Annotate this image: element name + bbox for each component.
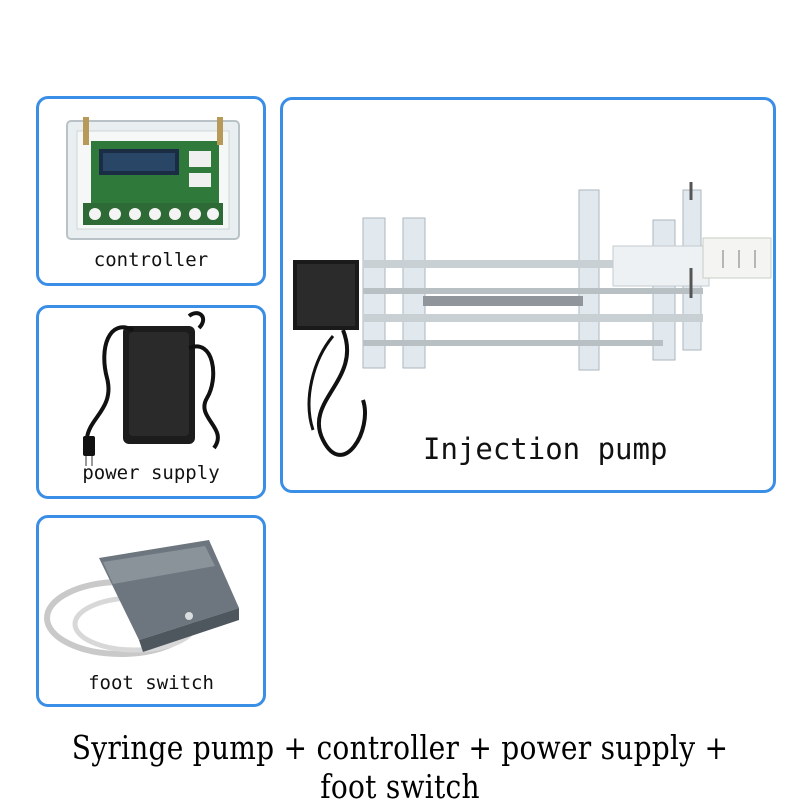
injection-pump-image [293, 182, 772, 457]
injection-pump-label: Injection pump [423, 432, 668, 466]
power-supply-label: power supply [82, 462, 220, 484]
injection-pump-panel: Injection pump [280, 97, 776, 493]
bottom-caption: Syringe pump + controller + power supply… [71, 728, 729, 806]
foot-switch-panel: foot switch [36, 515, 266, 707]
foot-switch-image [44, 540, 239, 657]
controller-panel: controller [36, 96, 266, 286]
controller-image [66, 117, 240, 240]
controller-label: controller [93, 249, 209, 271]
power-supply-image [83, 311, 220, 466]
foot-switch-label: foot switch [88, 672, 214, 694]
power-supply-panel: power supply [36, 305, 266, 499]
